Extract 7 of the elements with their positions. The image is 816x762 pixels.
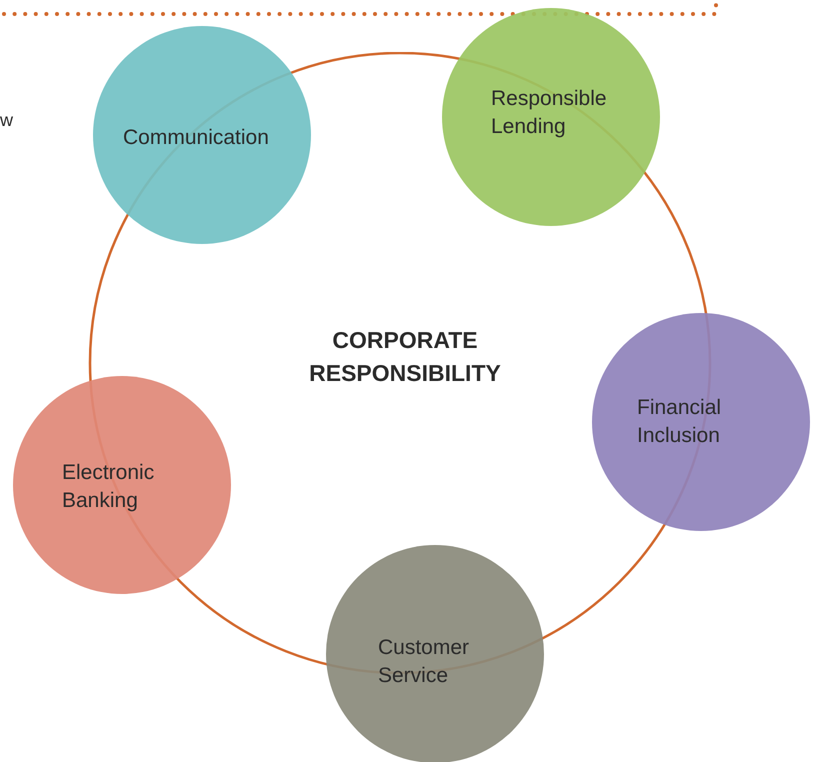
circle-label: Communication bbox=[123, 125, 269, 151]
circle-label: Electronic Banking bbox=[62, 460, 156, 514]
circle-label: Financial Inclusion bbox=[637, 395, 722, 449]
circle-label: Customer Service bbox=[378, 635, 470, 689]
circle-label: Responsible Lending bbox=[491, 86, 608, 140]
center-heading: CORPORATE RESPONSIBILITY bbox=[308, 326, 502, 388]
cut-off-text: w bbox=[0, 110, 13, 131]
